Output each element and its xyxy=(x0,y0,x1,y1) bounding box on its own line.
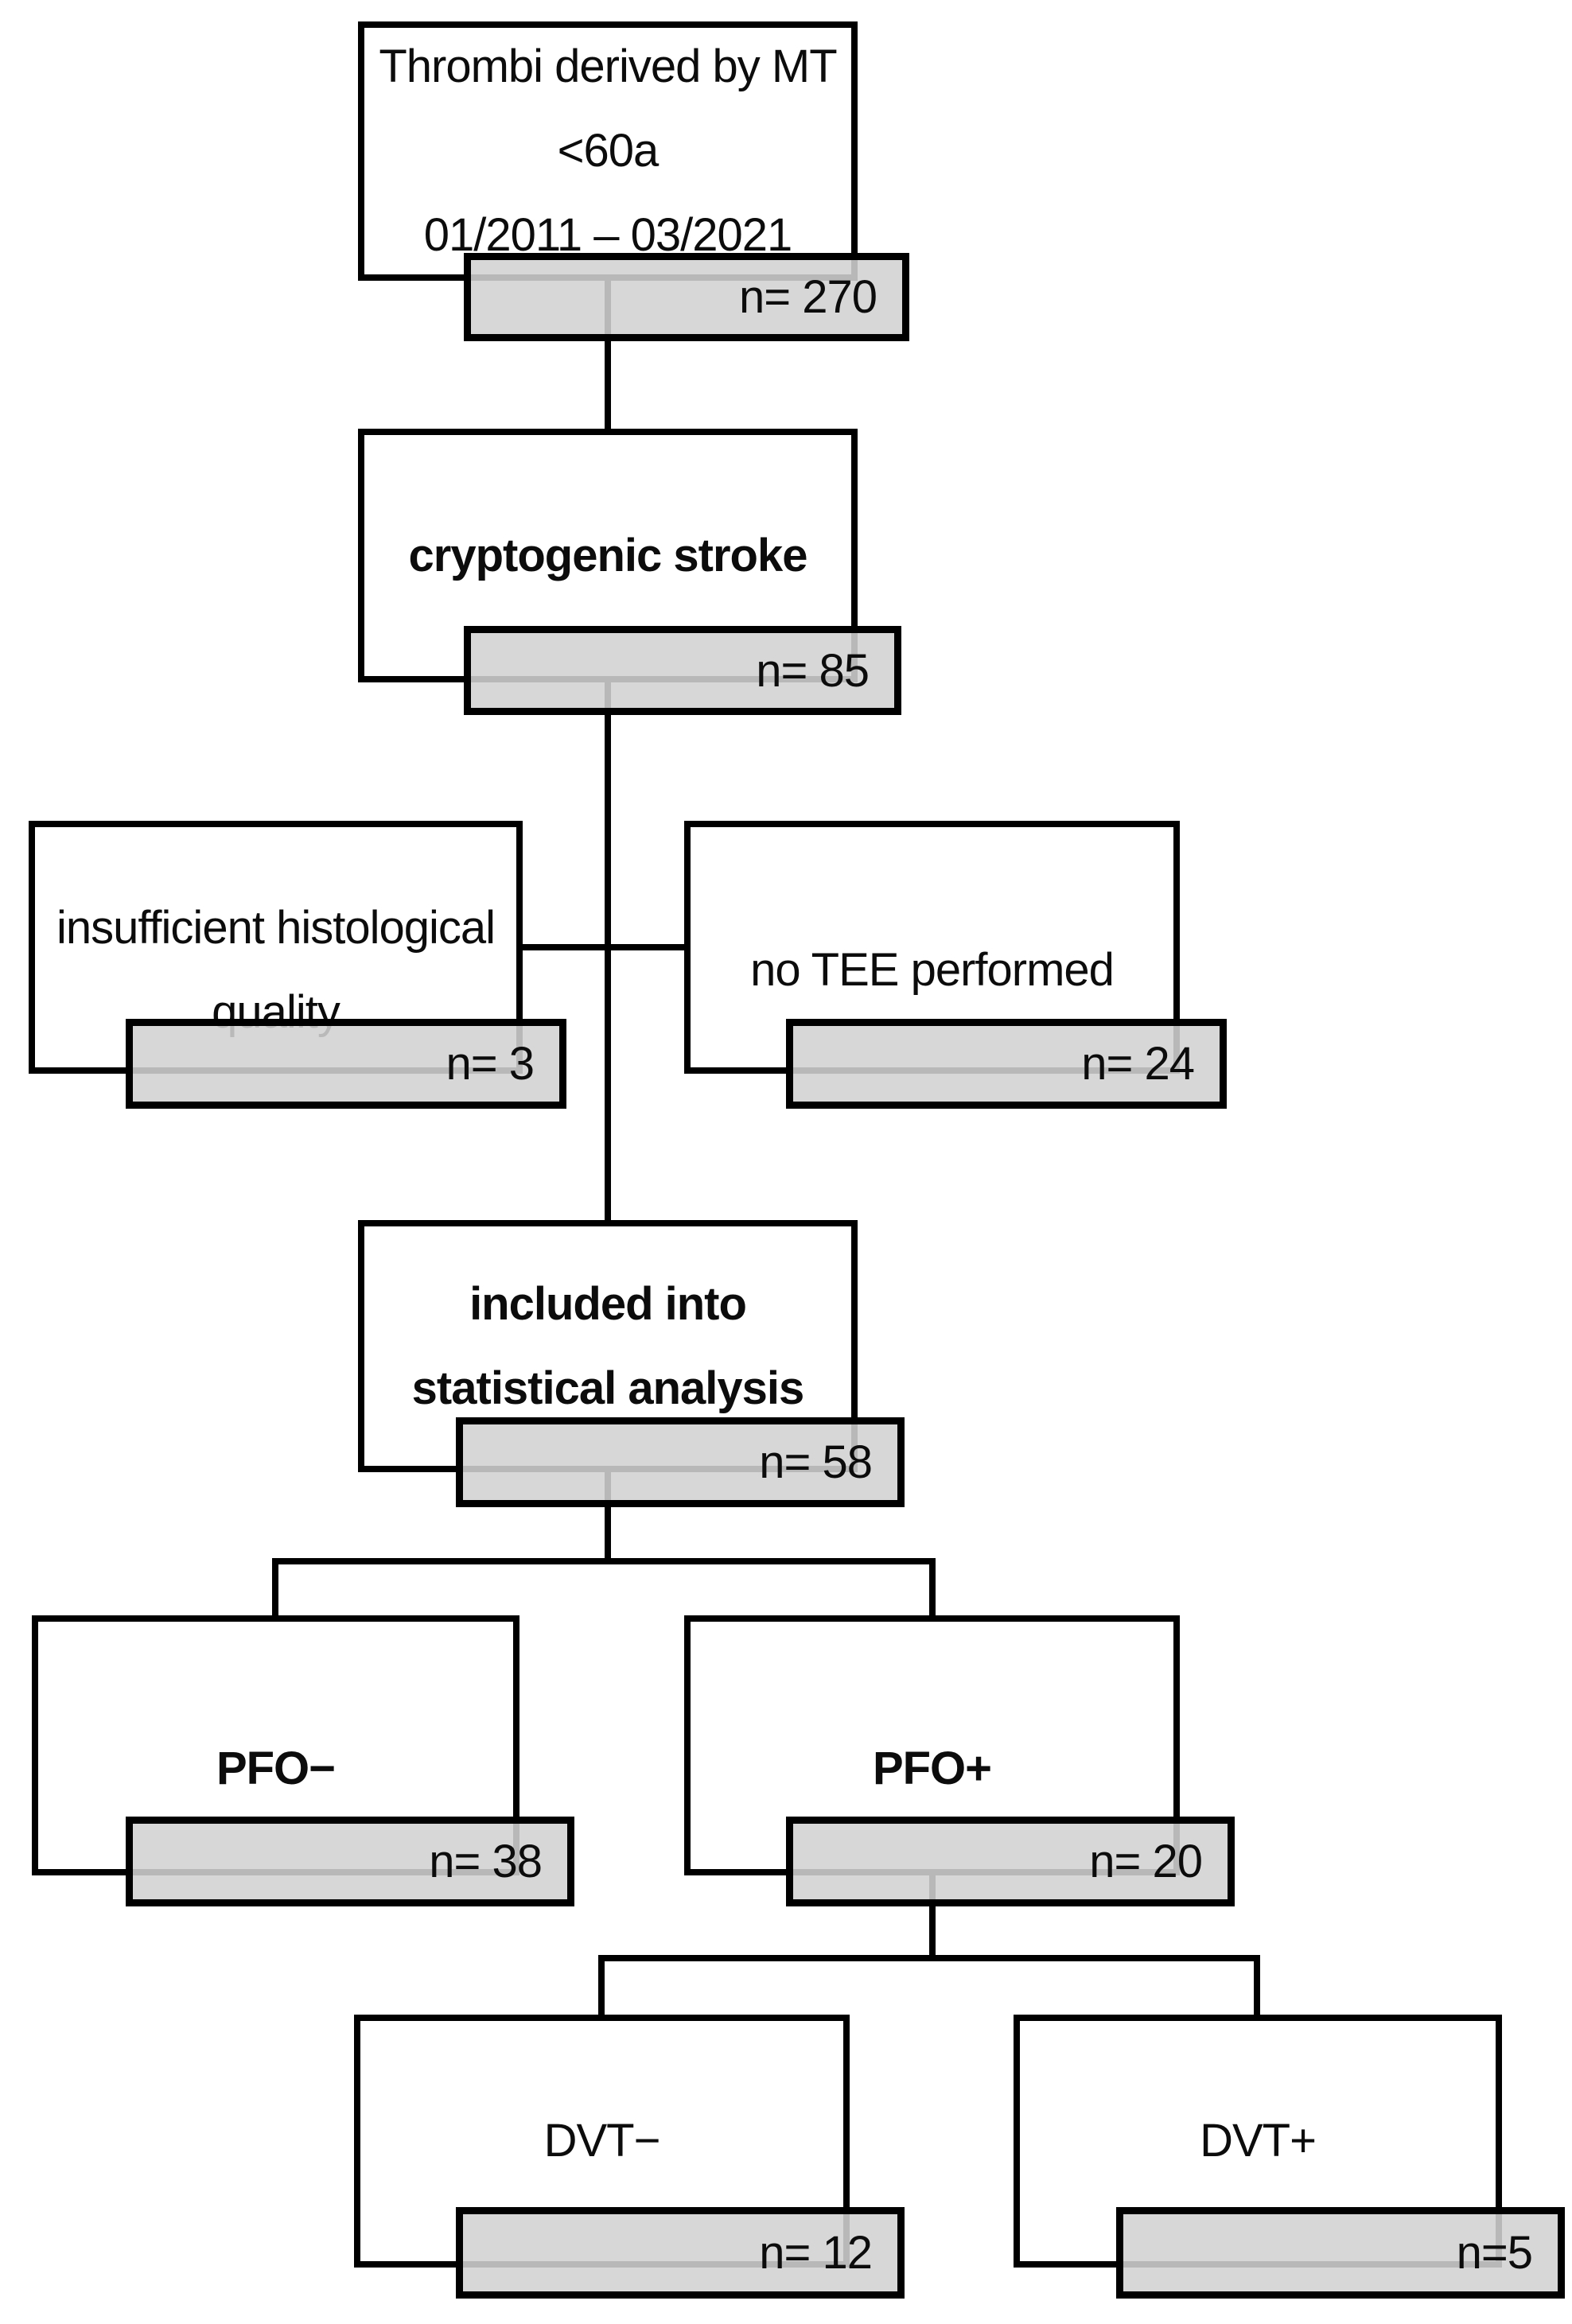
count-no-tee-value: n= 24 xyxy=(1081,1038,1195,1090)
node-no-tee-performed-label: no TEE performed xyxy=(750,944,1115,996)
count-source-value: n= 270 xyxy=(738,271,877,323)
branch-pfo-horizontal xyxy=(272,1558,936,1564)
count-pfo-negative-badge: n= 38 xyxy=(126,1817,574,1906)
count-dvt-positive-value: n=5 xyxy=(1456,2227,1533,2279)
connector-exclusions-horizontal xyxy=(517,944,689,950)
count-included-badge: n= 58 xyxy=(456,1417,905,1507)
node-pfo-positive-label: PFO+ xyxy=(872,1742,992,1794)
branch-pfo-right-drop xyxy=(929,1558,936,1619)
node-source-line-3: 01/2011 – 03/2021 xyxy=(423,209,793,261)
connector-included-branch-stem xyxy=(605,1471,611,1564)
branch-dvt-left-drop xyxy=(598,1955,605,2018)
node-insufficient-quality-line-1: insufficient histological xyxy=(56,902,496,954)
connector-cryptogenic-to-included xyxy=(605,682,611,1223)
node-cryptogenic-stroke-label: cryptogenic stroke xyxy=(408,529,808,581)
branch-pfo-left-drop xyxy=(272,1558,278,1619)
branch-dvt-horizontal xyxy=(598,1955,1260,1961)
branch-dvt-right-drop xyxy=(1254,1955,1260,2018)
node-source-line-2: <60a xyxy=(557,125,660,177)
count-cryptogenic-value: n= 85 xyxy=(756,644,870,697)
count-no-tee-badge: n= 24 xyxy=(786,1019,1227,1109)
node-included-analysis-line-2: statistical analysis xyxy=(411,1362,805,1414)
count-pfo-positive-value: n= 20 xyxy=(1089,1836,1203,1887)
count-included-value: n= 58 xyxy=(759,1436,873,1488)
count-pfo-positive-badge: n= 20 xyxy=(786,1817,1235,1906)
count-cryptogenic-badge: n= 85 xyxy=(464,626,901,715)
node-source-line-1: Thrombi derived by MT xyxy=(379,41,837,92)
count-pfo-negative-value: n= 38 xyxy=(429,1836,543,1887)
count-dvt-negative-badge: n= 12 xyxy=(456,2207,905,2299)
node-included-analysis-line-1: included into xyxy=(469,1277,747,1330)
count-source-badge: n= 270 xyxy=(464,253,909,341)
connector-source-to-cryptogenic xyxy=(605,280,611,432)
count-insufficient-quality-value: n= 3 xyxy=(446,1038,535,1090)
connector-pfo-positive-branch-stem xyxy=(929,1875,936,1961)
node-dvt-negative-label: DVT− xyxy=(543,2115,661,2167)
count-insufficient-quality-badge: n= 3 xyxy=(126,1019,566,1109)
node-dvt-positive-label: DVT+ xyxy=(1200,2115,1317,2167)
count-dvt-positive-badge: n=5 xyxy=(1116,2207,1565,2299)
node-source-box: Thrombi derived by MT <60a 01/2011 – 03/… xyxy=(358,21,858,281)
node-pfo-negative-label: PFO− xyxy=(216,1742,336,1794)
count-dvt-negative-value: n= 12 xyxy=(759,2227,873,2279)
